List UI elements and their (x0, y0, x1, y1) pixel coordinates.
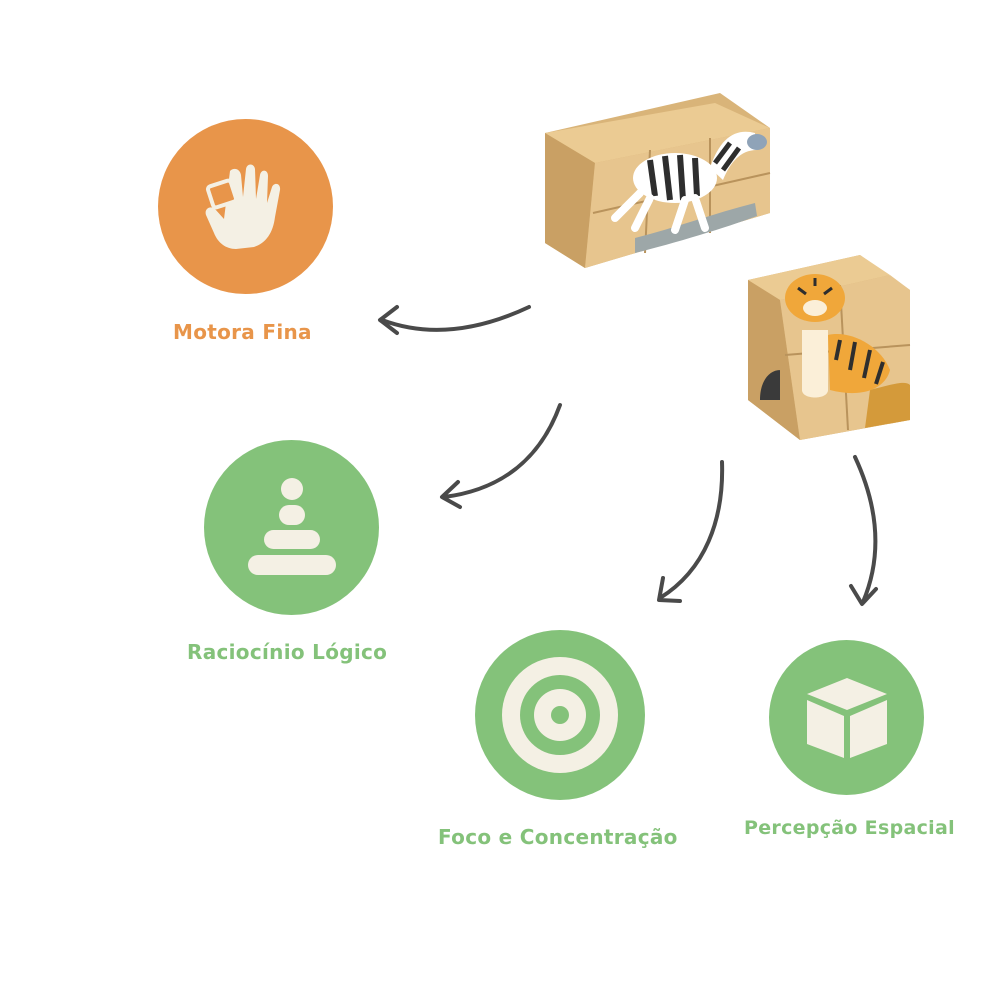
motora-fina-circle (158, 119, 333, 294)
percepcao-espacial-circle (769, 640, 924, 795)
tiger-puzzle-cubes (748, 255, 911, 440)
percepcao-espacial-label: Percepção Espacial (744, 817, 955, 839)
target-icon (502, 657, 618, 773)
arrow-to-foco-concentracao (657, 460, 725, 603)
raciocinio-logico-circle (204, 440, 379, 615)
raciocinio-logico-label: Raciocínio Lógico (187, 640, 388, 664)
cube-icon (806, 677, 887, 758)
arrow-to-motora-fina (378, 305, 531, 335)
hand-holding-block-icon (205, 164, 280, 249)
arrow-to-raciocinio-logico (440, 403, 562, 509)
foco-concentracao-label: Foco e Concentração (438, 825, 678, 849)
stacking-rings-icon (247, 477, 336, 575)
arrow-to-percepcao-espacial (849, 455, 878, 606)
motora-fina-label: Motora Fina (173, 320, 312, 344)
zebra-puzzle-cubes (545, 93, 771, 268)
foco-concentracao-circle (475, 630, 645, 800)
